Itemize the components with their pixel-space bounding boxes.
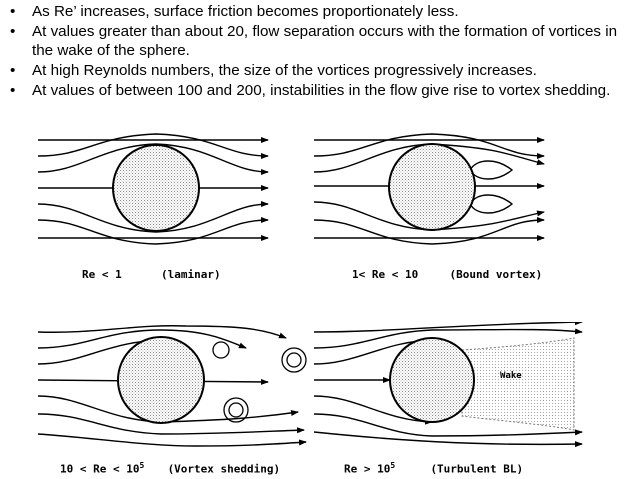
bullet-item: • At high Reynolds numbers, the size of t… [6,61,634,80]
shed-vortex [282,348,306,372]
re-range-exponent: 5 [390,461,395,470]
bullet-list: • As Re’ increases, surface friction beco… [6,2,634,101]
bound-vortex-upper [470,161,512,179]
flow-diagram-vortex-shedding [36,322,326,452]
bullet-item: • At values of between 100 and 200, insta… [6,81,634,100]
bullet-text: As Re’ increases, surface friction becom… [32,3,459,20]
caption-turbulent-bl: Re > 105 (Turbulent BL) [344,461,523,476]
flow-diagram-turbulent-bl: Wake [312,322,592,452]
wake-label: Wake [500,371,522,381]
re-range-label: 10 < Re < 10 [60,463,139,476]
flow-diagram-bound-vortex [312,128,552,253]
bullet-marker: • [10,61,15,80]
sphere [118,337,204,423]
bullet-marker: • [10,81,15,100]
regime-label: (laminar) [161,268,221,281]
bullet-marker: • [10,22,15,41]
sphere [390,338,474,422]
bullet-item: • At values greater than about 20, flow s… [6,22,634,60]
bullet-text: At high Reynolds numbers, the size of th… [32,62,537,79]
re-range-label: Re < 1 [82,268,122,281]
regime-label: (Bound vortex) [449,268,542,281]
bullet-item: • As Re’ increases, surface friction beco… [6,2,634,21]
bullet-text: At values greater than about 20, flow se… [32,23,617,59]
flow-diagram-laminar [36,128,276,253]
caption-laminar: Re < 1 (laminar) [82,268,221,281]
regime-label: (Turbulent BL) [430,463,523,476]
bullet-text: At values of between 100 and 200, instab… [32,82,610,99]
bound-vortex-lower [470,195,512,213]
re-range-label: 1< Re < 10 [352,268,418,281]
bullet-marker: • [10,2,15,21]
shed-vortex [213,342,229,358]
re-range-exponent: 5 [139,461,144,470]
caption-vortex-shedding: 10 < Re < 105 (Vortex shedding) [60,461,280,476]
caption-bound-vortex: 1< Re < 10 (Bound vortex) [352,268,542,281]
sphere [113,145,199,231]
sphere [389,144,475,230]
regime-label: (Vortex shedding) [168,463,281,476]
wake-region [462,338,574,430]
re-range-label: Re > 10 [344,463,390,476]
